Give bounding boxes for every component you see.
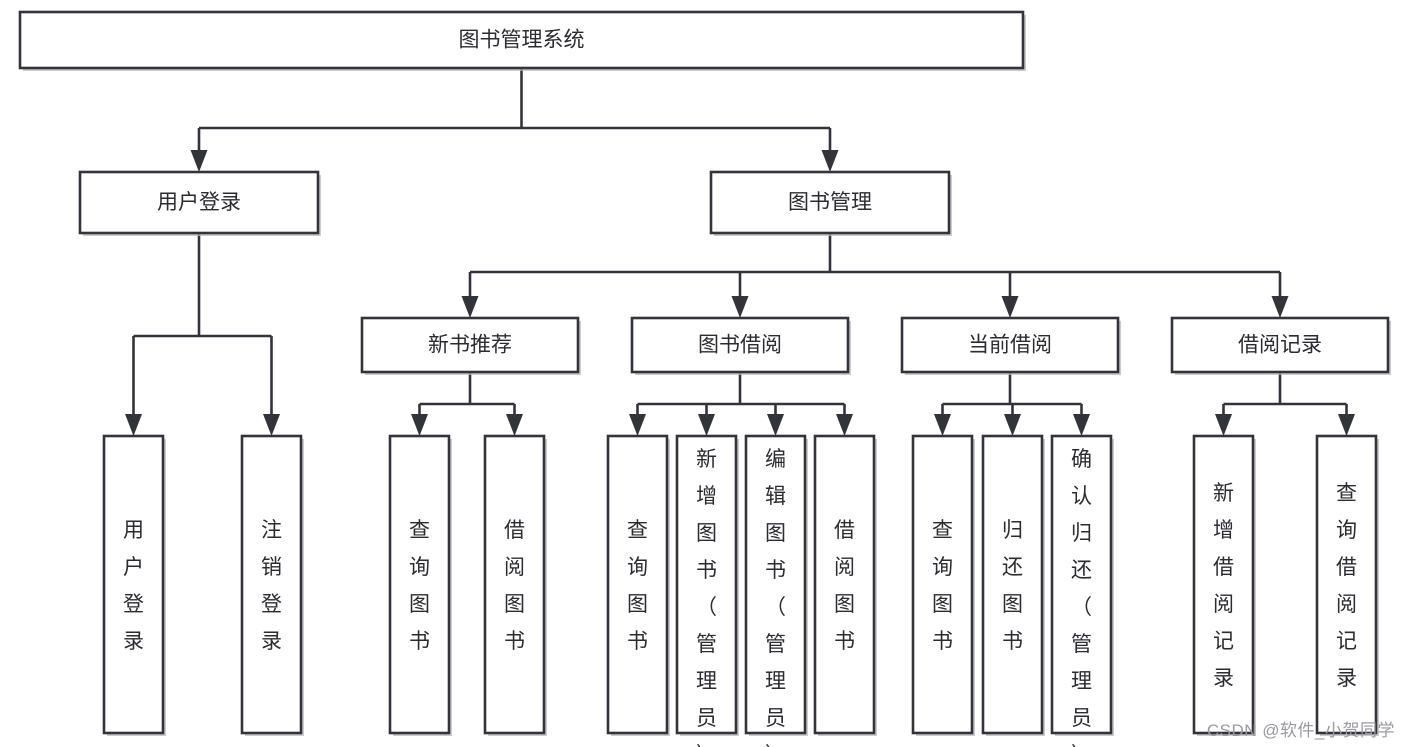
edges-layer	[125, 68, 1355, 436]
node-label: 借阅记录	[1238, 334, 1322, 357]
edge-group-book-borrow	[629, 372, 853, 436]
node-box[interactable]	[1170, 316, 1390, 374]
node-label: 查询图书	[932, 519, 953, 653]
node-label: 查询借阅记录	[1336, 482, 1357, 690]
edge-group-current-borrow	[934, 372, 1090, 436]
node-box[interactable]	[900, 316, 1120, 374]
edge-group-book-manage	[461, 233, 1289, 318]
node-label: 用户登录	[157, 191, 241, 214]
node-book-borrow[interactable]: 图书借阅	[630, 316, 851, 375]
node-leaf-confirm-return[interactable]: 确认归还（管理员）	[1050, 434, 1114, 747]
node-current-borrow[interactable]: 当前借阅	[900, 316, 1121, 375]
node-label: 用户登录	[123, 519, 144, 653]
node-label: 借阅图书	[504, 519, 525, 653]
node-label: 确认归还（管理员）	[1071, 448, 1092, 747]
node-user-login[interactable]: 用户登录	[78, 170, 321, 236]
node-leaf-return-book[interactable]: 归还图书	[981, 434, 1045, 736]
node-label: 注销登录	[261, 519, 282, 653]
node-label: 图书借阅	[698, 334, 782, 357]
node-label: 归还图书	[1002, 519, 1023, 653]
edge-group-root	[190, 68, 839, 172]
nodes-layer: 图书管理系统用户登录图书管理新书推荐图书借阅当前借阅借阅记录用户登录注销登录查询…	[18, 10, 1391, 747]
node-new-book-rec[interactable]: 新书推荐	[360, 316, 581, 375]
node-box[interactable]	[388, 434, 451, 735]
node-root[interactable]: 图书管理系统	[18, 10, 1026, 71]
node-label: 新增图书（管理员）	[696, 448, 717, 747]
node-leaf-logout[interactable]: 注销登录	[240, 434, 304, 736]
node-box[interactable]	[1315, 434, 1378, 735]
node-book-manage[interactable]: 图书管理	[709, 170, 952, 236]
node-leaf-user-login[interactable]: 用户登录	[102, 434, 166, 736]
node-box[interactable]	[744, 434, 807, 735]
node-leaf-borrow-book-1[interactable]: 借阅图书	[483, 434, 547, 736]
node-box[interactable]	[813, 434, 876, 735]
node-box[interactable]	[1192, 434, 1255, 735]
node-box[interactable]	[18, 10, 1025, 70]
node-leaf-borrow-book-2[interactable]: 借阅图书	[813, 434, 877, 736]
node-leaf-add-book[interactable]: 新增图书（管理员）	[675, 434, 739, 747]
node-box[interactable]	[630, 316, 850, 374]
node-leaf-add-record[interactable]: 新增借阅记录	[1192, 434, 1256, 736]
node-label: 查询图书	[409, 519, 430, 653]
edge-group-new-book-rec	[411, 372, 523, 436]
node-box[interactable]	[360, 316, 580, 374]
node-box[interactable]	[981, 434, 1044, 735]
node-box[interactable]	[911, 434, 974, 735]
node-label: 查询图书	[627, 519, 648, 653]
node-leaf-query-book-3[interactable]: 查询图书	[911, 434, 975, 736]
node-label: 借阅图书	[834, 519, 855, 653]
node-box[interactable]	[240, 434, 303, 735]
node-box[interactable]	[709, 170, 951, 235]
node-leaf-edit-book[interactable]: 编辑图书（管理员）	[744, 434, 808, 747]
node-label: 编辑图书（管理员）	[765, 448, 786, 747]
node-borrow-record[interactable]: 借阅记录	[1170, 316, 1391, 375]
node-leaf-query-record[interactable]: 查询借阅记录	[1315, 434, 1379, 736]
edge-group-borrow-record	[1215, 372, 1355, 436]
node-label: 新书推荐	[428, 334, 512, 357]
node-label: 新增借阅记录	[1213, 482, 1234, 690]
node-box[interactable]	[675, 434, 738, 735]
node-leaf-query-book-2[interactable]: 查询图书	[606, 434, 670, 736]
node-box[interactable]	[483, 434, 546, 735]
node-label: 图书管理	[788, 191, 872, 214]
edge-group-user-login	[125, 233, 280, 436]
node-label: 图书管理系统	[459, 29, 585, 52]
node-leaf-query-book-1[interactable]: 查询图书	[388, 434, 452, 736]
node-box[interactable]	[102, 434, 165, 735]
node-box[interactable]	[1050, 434, 1113, 735]
node-label: 当前借阅	[968, 334, 1052, 357]
node-box[interactable]	[606, 434, 669, 735]
node-box[interactable]	[78, 170, 320, 235]
